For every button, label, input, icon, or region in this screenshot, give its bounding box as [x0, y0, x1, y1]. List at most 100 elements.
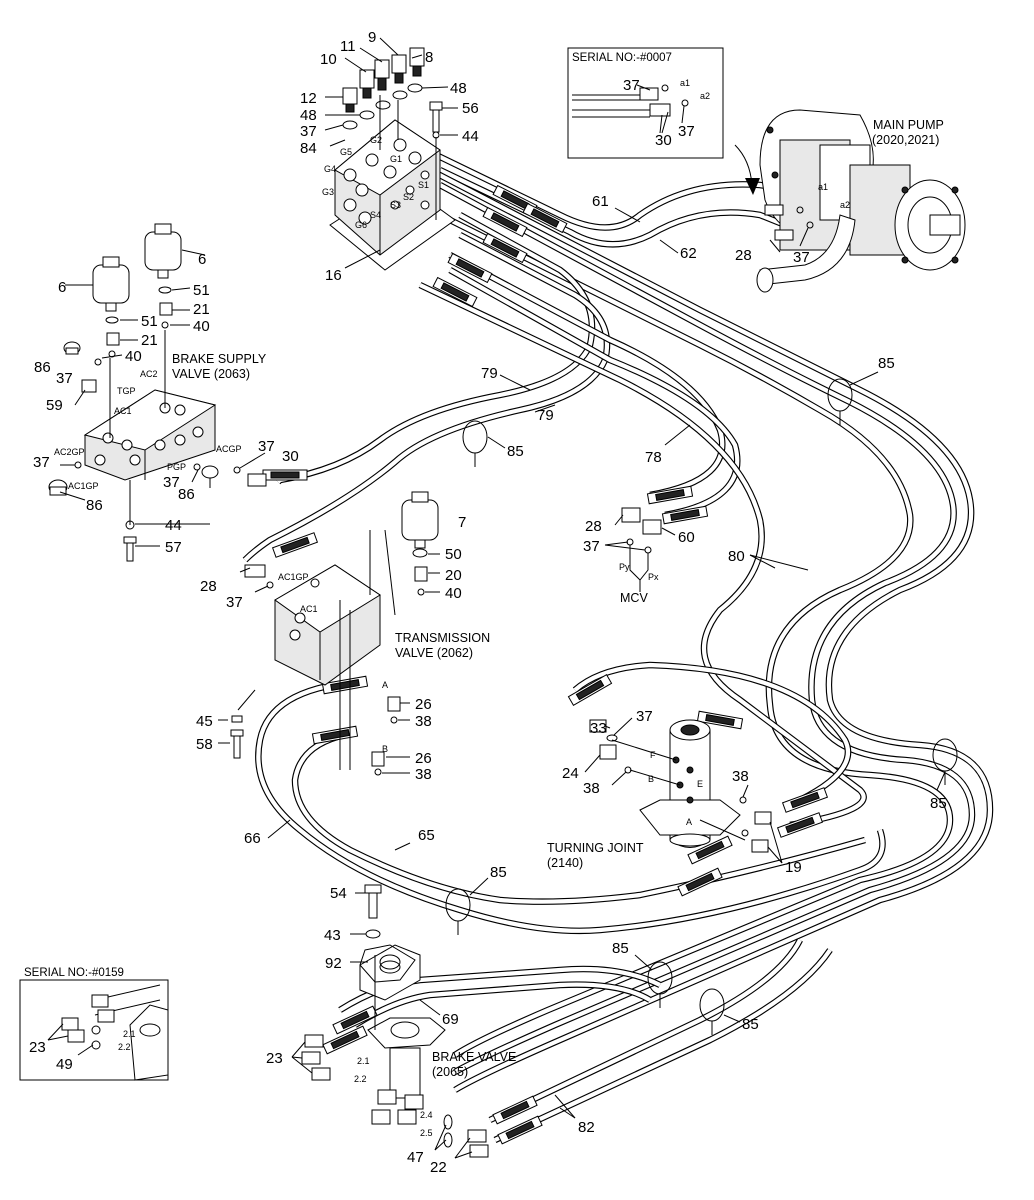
- adapter-26b: [371, 751, 385, 767]
- callout-65: 65: [418, 827, 435, 844]
- port-a1-inset: a1: [680, 78, 690, 88]
- port-ac1-tv: AC1: [300, 604, 318, 614]
- brake-supply-valve-code: VALVE (2063): [172, 367, 250, 381]
- callout-26-a: 26: [415, 696, 432, 713]
- callout-85-b: 85: [878, 355, 895, 372]
- callout-37-tj: 37: [636, 708, 653, 725]
- elbow-19b: [754, 811, 772, 825]
- port-a-tv: A: [382, 680, 388, 690]
- callout-6-right: 6: [198, 251, 206, 268]
- port-s4: S4: [370, 210, 381, 220]
- callout-23-bv: 23: [266, 1050, 283, 1067]
- hose-clamps: [445, 378, 958, 1035]
- callout-82: 82: [578, 1119, 595, 1136]
- main-pump-label: MAIN PUMP: [873, 118, 944, 132]
- callout-37-mcv: 37: [583, 538, 600, 555]
- hose-80-inner: [418, 202, 954, 1058]
- accumulator-6b: [144, 223, 182, 279]
- port-in-21: 2.1: [123, 1029, 136, 1039]
- callout-21-left: 21: [141, 332, 158, 349]
- callout-38-tj-right: 38: [732, 768, 749, 785]
- callout-43: 43: [324, 927, 341, 944]
- callout-28-tv: 28: [200, 578, 217, 595]
- callout-11: 11: [340, 38, 356, 55]
- plug-59: [81, 379, 97, 393]
- accumulator-7: [401, 491, 439, 549]
- elbow-24: [599, 744, 617, 760]
- hose-79a: [275, 212, 596, 485]
- brake-valve-label: BRAKE VALVE: [432, 1050, 516, 1064]
- serial-0007-label: SERIAL NO:-#0007: [572, 52, 672, 64]
- port-ac1: AC1: [114, 406, 132, 416]
- callout-86-top: 86: [34, 359, 51, 376]
- callout-49: 49: [56, 1056, 73, 1073]
- sensor-9: [391, 54, 407, 84]
- callout-69: 69: [442, 1011, 459, 1028]
- sensor-10: [359, 69, 375, 99]
- mcv-connection: Py Px: [619, 507, 662, 592]
- callout-40-tv: 40: [445, 585, 462, 602]
- callout-54: 54: [330, 885, 347, 902]
- port-g5: G5: [340, 147, 352, 157]
- brake-supply-valve: TGP AC1 AC2 AC2GP AC1GP PGP ACGP: [54, 330, 242, 525]
- clamp-85b: [827, 378, 853, 425]
- elbow-28-mcv: [621, 507, 641, 523]
- port-tj-e: E: [697, 779, 703, 789]
- port-b-tv: B: [382, 744, 388, 754]
- callout-40-left: 40: [125, 348, 142, 365]
- clamp-85e: [647, 961, 673, 1008]
- port-tj-f: F: [650, 750, 656, 760]
- callout-84: 84: [300, 140, 317, 157]
- callout-79-upper: 79: [481, 365, 498, 382]
- bolt-54: [364, 884, 382, 919]
- callout-85-c: 85: [930, 795, 947, 812]
- callout-24: 24: [562, 765, 579, 782]
- callout-33: 33: [590, 720, 607, 737]
- main-pump: a1 a2: [756, 109, 966, 293]
- pressure-check-manifold: G4 G5 G2 G3 G6 G1 S1 S2 S3 S4: [322, 119, 456, 271]
- hose-fittings: [262, 184, 829, 1145]
- callout-45: 45: [196, 713, 213, 730]
- inset-serial-0159: SERIAL NO:-#0159 2.1 2.2: [19, 967, 169, 1081]
- serial-0159-label: SERIAL NO:-#0159: [24, 967, 124, 979]
- transmission-valve-code: VALVE (2062): [395, 646, 473, 660]
- callout-30-bsv: 30: [282, 448, 299, 465]
- port-g6: G6: [355, 220, 367, 230]
- port-ac2gp: AC2GP: [54, 447, 85, 457]
- brake-valve-code: (2065): [432, 1065, 468, 1079]
- port-s3: S3: [390, 200, 401, 210]
- port-g1: G1: [390, 154, 402, 164]
- port-tj-b: B: [648, 774, 654, 784]
- port-a2: a2: [840, 200, 850, 210]
- leader-lines: [47, 37, 946, 1159]
- callout-78: 78: [645, 449, 662, 466]
- port-tj-a: A: [686, 817, 692, 827]
- port-g2: G2: [370, 135, 382, 145]
- callout-37-tv: 37: [226, 594, 243, 611]
- transmission-valve-label: TRANSMISSION: [395, 631, 490, 645]
- port-g4: G4: [324, 164, 336, 174]
- port-s1: S1: [418, 180, 429, 190]
- callout-21-right: 21: [193, 301, 210, 318]
- port-ac1gp-tv: AC1GP: [278, 572, 309, 582]
- callout-7: 7: [458, 514, 466, 531]
- port-px: Px: [648, 572, 659, 582]
- callout-8: 8: [425, 49, 433, 66]
- inset-serial-0007: SERIAL NO:-#0007 a1 a2: [567, 47, 760, 195]
- callout-85-f: 85: [742, 1016, 759, 1033]
- elbow-19a: [751, 839, 769, 853]
- callout-38-a: 38: [415, 713, 432, 730]
- adapter-20: [414, 566, 428, 582]
- callout-48-left: 48: [300, 107, 317, 124]
- clamp-85f: [699, 988, 725, 1035]
- clamp-85a: [462, 420, 488, 467]
- sensor-12: [342, 87, 358, 113]
- port-ac2: AC2: [140, 369, 158, 379]
- callout-37-bsv-right: 37: [258, 438, 275, 455]
- port-bv-24: 2.4: [420, 1110, 433, 1120]
- sensor-8: [409, 47, 425, 77]
- port-tgp: TGP: [117, 386, 136, 396]
- callout-37-inset-a: 37: [623, 77, 640, 94]
- turning-joint-code: (2140): [547, 856, 583, 870]
- callout-61: 61: [592, 193, 609, 210]
